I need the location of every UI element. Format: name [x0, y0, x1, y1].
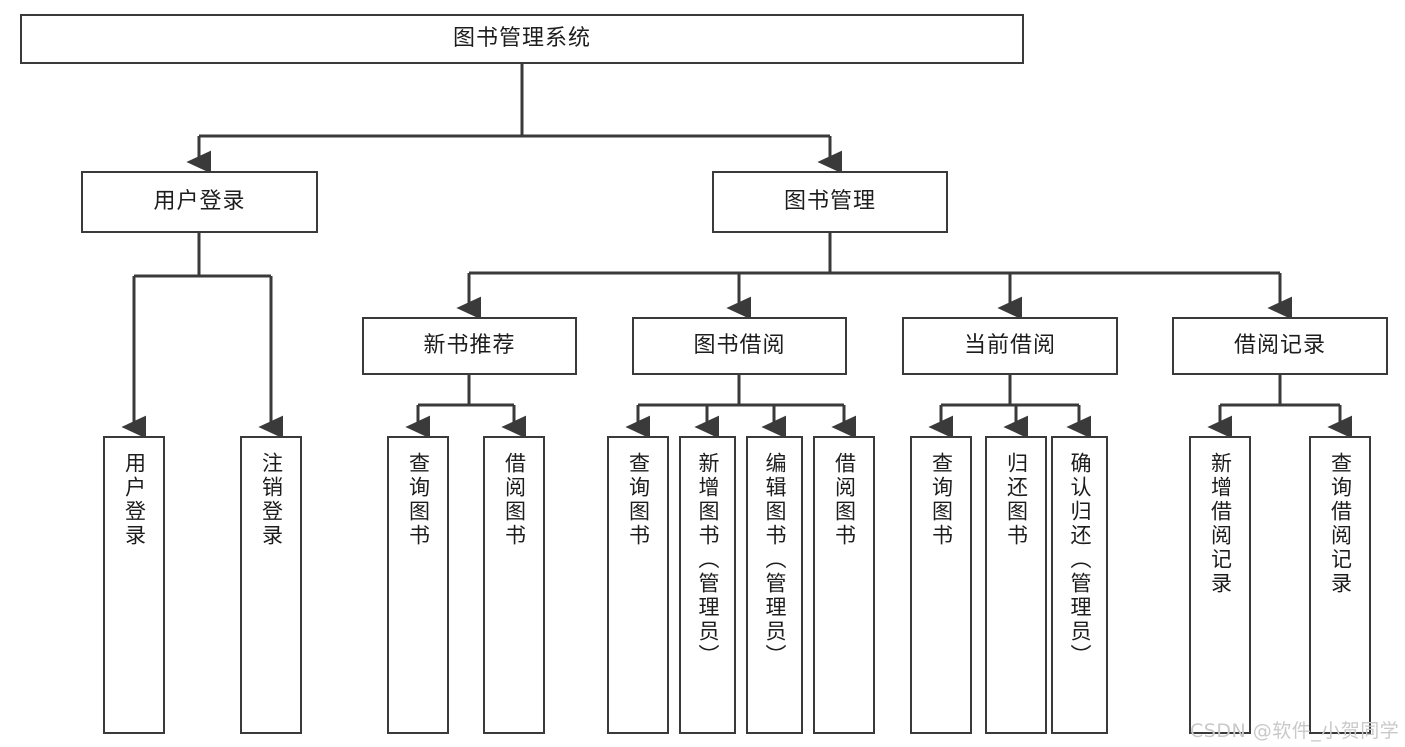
node-root-label: 图书管理系统 [452, 26, 591, 52]
node-new-book-recommend[interactable]: 新书推荐 [362, 317, 577, 375]
node-leaf-query-book-rec[interactable]: 查询图书 [387, 436, 449, 734]
node-book-manage-label: 图书管理 [783, 189, 876, 215]
node-borrow-record[interactable]: 借阅记录 [1172, 317, 1388, 375]
node-leaf-query-book-cur[interactable]: 查询图书 [910, 436, 972, 734]
watermark-text: CSDN @软件_小贺同学 [1190, 720, 1400, 742]
node-leaf-query-book-borrow[interactable]: 查询图书 [607, 436, 669, 734]
node-leaf-borrow-book-rec-label: 借阅图书 [502, 452, 527, 548]
node-leaf-user-logout[interactable]: 注销登录 [240, 436, 302, 734]
node-leaf-add-borrow-record-label: 新增借阅记录 [1208, 452, 1233, 596]
node-leaf-confirm-return-admin[interactable]: 确认归还（管理员） [1051, 436, 1108, 734]
node-book-manage[interactable]: 图书管理 [712, 171, 948, 233]
node-user-login-label: 用户登录 [153, 189, 246, 215]
node-leaf-query-book-cur-label: 查询图书 [929, 452, 954, 548]
node-borrow-record-label: 借阅记录 [1233, 333, 1326, 359]
node-leaf-add-borrow-record[interactable]: 新增借阅记录 [1189, 436, 1251, 734]
node-new-book-recommend-label: 新书推荐 [423, 333, 516, 359]
node-book-borrow-label: 图书借阅 [693, 333, 786, 359]
node-current-borrow[interactable]: 当前借阅 [902, 317, 1118, 375]
node-leaf-query-borrow-record-label: 查询借阅记录 [1328, 452, 1353, 596]
node-leaf-borrow-book[interactable]: 借阅图书 [813, 436, 875, 734]
node-leaf-borrow-book-label: 借阅图书 [832, 452, 857, 548]
node-leaf-edit-book-admin[interactable]: 编辑图书（管理员） [746, 436, 803, 734]
node-leaf-user-logout-label: 注销登录 [259, 452, 284, 548]
node-leaf-query-borrow-record[interactable]: 查询借阅记录 [1309, 436, 1371, 734]
node-leaf-edit-book-admin-label: 编辑图书（管理员） [763, 452, 787, 668]
node-book-borrow[interactable]: 图书借阅 [632, 317, 847, 375]
node-leaf-add-book-admin-label: 新增图书（管理员） [696, 452, 720, 668]
node-leaf-user-login[interactable]: 用户登录 [103, 436, 165, 734]
node-leaf-user-login-label: 用户登录 [122, 452, 147, 548]
node-leaf-return-book-label: 归还图书 [1004, 452, 1029, 548]
node-leaf-query-book-rec-label: 查询图书 [406, 452, 431, 548]
node-leaf-confirm-return-admin-label: 确认归还（管理员） [1068, 452, 1092, 668]
node-leaf-borrow-book-rec[interactable]: 借阅图书 [483, 436, 545, 734]
node-leaf-query-book-borrow-label: 查询图书 [626, 452, 651, 548]
node-leaf-add-book-admin[interactable]: 新增图书（管理员） [679, 436, 736, 734]
node-current-borrow-label: 当前借阅 [963, 333, 1056, 359]
node-leaf-return-book[interactable]: 归还图书 [985, 436, 1047, 734]
node-root[interactable]: 图书管理系统 [20, 14, 1024, 64]
node-user-login[interactable]: 用户登录 [81, 171, 318, 233]
